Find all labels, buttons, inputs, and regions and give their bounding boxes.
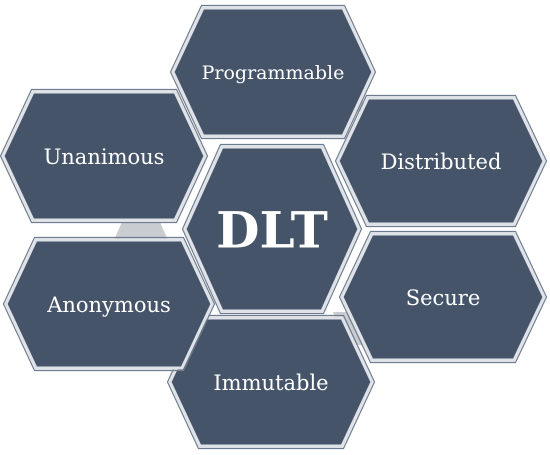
hexagon-secure: Secure	[338, 230, 548, 364]
hexagon-outline-center-dlt	[181, 143, 363, 315]
hexagon-label-secure: Secure	[406, 286, 481, 310]
hexagon-label-programmable: Programmable	[202, 62, 345, 84]
hexagon-label-anonymous: Anonymous	[46, 293, 171, 317]
hexagon-anonymous: Anonymous	[2, 236, 216, 372]
hexagon-label-unanimous: Unanimous	[44, 145, 165, 169]
hexagon-shape-unanimous	[1, 90, 207, 222]
hexagon-distributed: Distributed	[334, 94, 548, 228]
hexagon-shape-immutable	[168, 316, 374, 448]
hexagon-outline-secure	[338, 230, 548, 364]
hexagon-outline-unanimous	[0, 88, 209, 224]
hexagon-shape-anonymous	[4, 238, 214, 370]
hexagon-outline-anonymous	[2, 236, 216, 372]
hexagon-outline-programmable	[169, 4, 377, 140]
hexagon-shape-distributed	[336, 96, 546, 226]
hexagon-label-immutable: Immutable	[213, 371, 328, 395]
hexagon-unanimous: Unanimous	[0, 88, 209, 224]
hexagon-outline-immutable	[166, 314, 376, 450]
hexagon-center-dlt: DLT	[181, 143, 363, 315]
connector-unanimous-anonymous	[114, 222, 168, 240]
hexagon-shape-programmable	[171, 6, 375, 138]
hexagon-label-center-dlt: DLT	[216, 201, 328, 260]
hexagon-immutable: Immutable	[166, 314, 376, 450]
hexagon-programmable: Programmable	[169, 4, 377, 140]
hexagon-outline-distributed	[334, 94, 548, 228]
hexagon-shape-center-dlt	[183, 145, 361, 313]
hexagon-shape-secure	[340, 232, 546, 362]
hexagon-label-distributed: Distributed	[381, 150, 502, 174]
